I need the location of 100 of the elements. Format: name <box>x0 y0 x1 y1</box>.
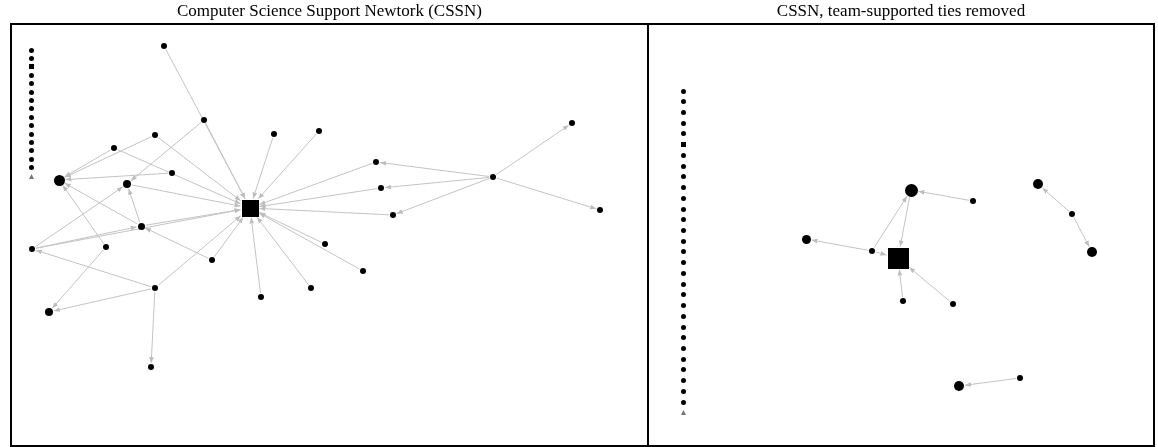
arrow <box>51 249 104 309</box>
arrow <box>35 249 152 288</box>
arrow <box>964 378 1017 387</box>
arrow <box>157 136 242 202</box>
network-node <box>308 285 314 291</box>
network-node <box>152 285 158 291</box>
arrow <box>249 217 261 294</box>
arrow <box>898 196 911 247</box>
network-node <box>28 97 34 103</box>
network-node <box>1087 247 1097 257</box>
arrow <box>64 149 112 178</box>
network-node <box>680 174 686 180</box>
network-node <box>103 244 109 250</box>
network-node <box>28 81 34 87</box>
arrow <box>257 133 317 200</box>
arrow <box>131 184 241 208</box>
network-node <box>680 313 686 319</box>
triangle-node <box>680 410 686 416</box>
network-node <box>680 356 686 362</box>
arrow <box>384 176 490 190</box>
network-node <box>904 183 918 197</box>
network-node <box>680 260 686 266</box>
panel-title: CSSN, team-supported ties removed <box>775 1 1027 21</box>
arrow <box>258 212 360 270</box>
network-node <box>123 180 131 188</box>
network-node <box>680 109 686 115</box>
network-node <box>680 270 686 276</box>
network-node <box>954 381 964 391</box>
network-node <box>680 367 686 373</box>
arrow <box>875 251 888 256</box>
network-node <box>28 139 34 145</box>
arrow <box>62 184 105 245</box>
arrow <box>259 188 378 208</box>
network-node <box>680 292 686 298</box>
network-node <box>900 298 906 304</box>
network-node <box>28 131 34 137</box>
arrow <box>1042 187 1070 212</box>
arrow <box>65 172 169 182</box>
network-node <box>680 217 686 223</box>
arrow <box>130 122 202 182</box>
arrow <box>213 216 244 258</box>
network-node <box>28 106 34 112</box>
network-node <box>28 55 34 61</box>
network-node <box>271 131 277 137</box>
network-node <box>152 132 158 138</box>
network-node <box>148 364 154 370</box>
triangle-node <box>28 173 34 179</box>
network-node <box>28 165 34 171</box>
network-node <box>373 159 379 165</box>
arrow <box>144 227 209 259</box>
arrow <box>157 215 242 286</box>
arrow <box>128 188 141 223</box>
arrow <box>205 123 246 200</box>
network-node <box>680 324 686 330</box>
arrow <box>259 206 390 216</box>
network-node <box>680 195 686 201</box>
network-node <box>45 308 53 316</box>
arrow <box>908 266 951 302</box>
arrow <box>495 124 570 176</box>
arrow <box>917 190 970 201</box>
network-node <box>316 128 322 134</box>
network-node <box>378 185 384 191</box>
square-node <box>241 199 259 217</box>
arrow <box>897 269 904 298</box>
square-node <box>28 64 34 70</box>
network-node <box>28 47 34 53</box>
arrow <box>149 291 156 364</box>
network-node <box>28 148 34 154</box>
network-node <box>322 241 328 247</box>
network-node <box>680 388 686 394</box>
arrow <box>1073 217 1090 248</box>
arrow <box>34 186 124 248</box>
network-node <box>569 120 575 126</box>
arrow <box>256 216 310 286</box>
network-node <box>680 249 686 255</box>
network-node <box>680 99 686 105</box>
network-node <box>869 248 875 254</box>
network-node <box>490 174 496 180</box>
square-node <box>680 142 686 148</box>
network-node <box>161 43 167 49</box>
network-node <box>801 234 811 244</box>
arrow <box>64 136 152 178</box>
network-node <box>137 222 145 230</box>
network-node <box>680 346 686 351</box>
arrow <box>496 177 597 210</box>
network-node <box>28 72 34 78</box>
arrow <box>873 195 908 249</box>
network-node <box>680 303 686 309</box>
network-node <box>28 123 34 129</box>
arrow <box>35 208 241 249</box>
network-node <box>680 152 686 158</box>
network-node <box>258 294 264 300</box>
network-node <box>1069 211 1075 217</box>
square-node <box>887 247 909 269</box>
network-node <box>680 238 686 244</box>
network-node <box>680 88 686 94</box>
arrow <box>258 162 373 206</box>
network-node <box>680 378 686 384</box>
network-node <box>680 163 686 169</box>
arrow <box>379 160 490 177</box>
